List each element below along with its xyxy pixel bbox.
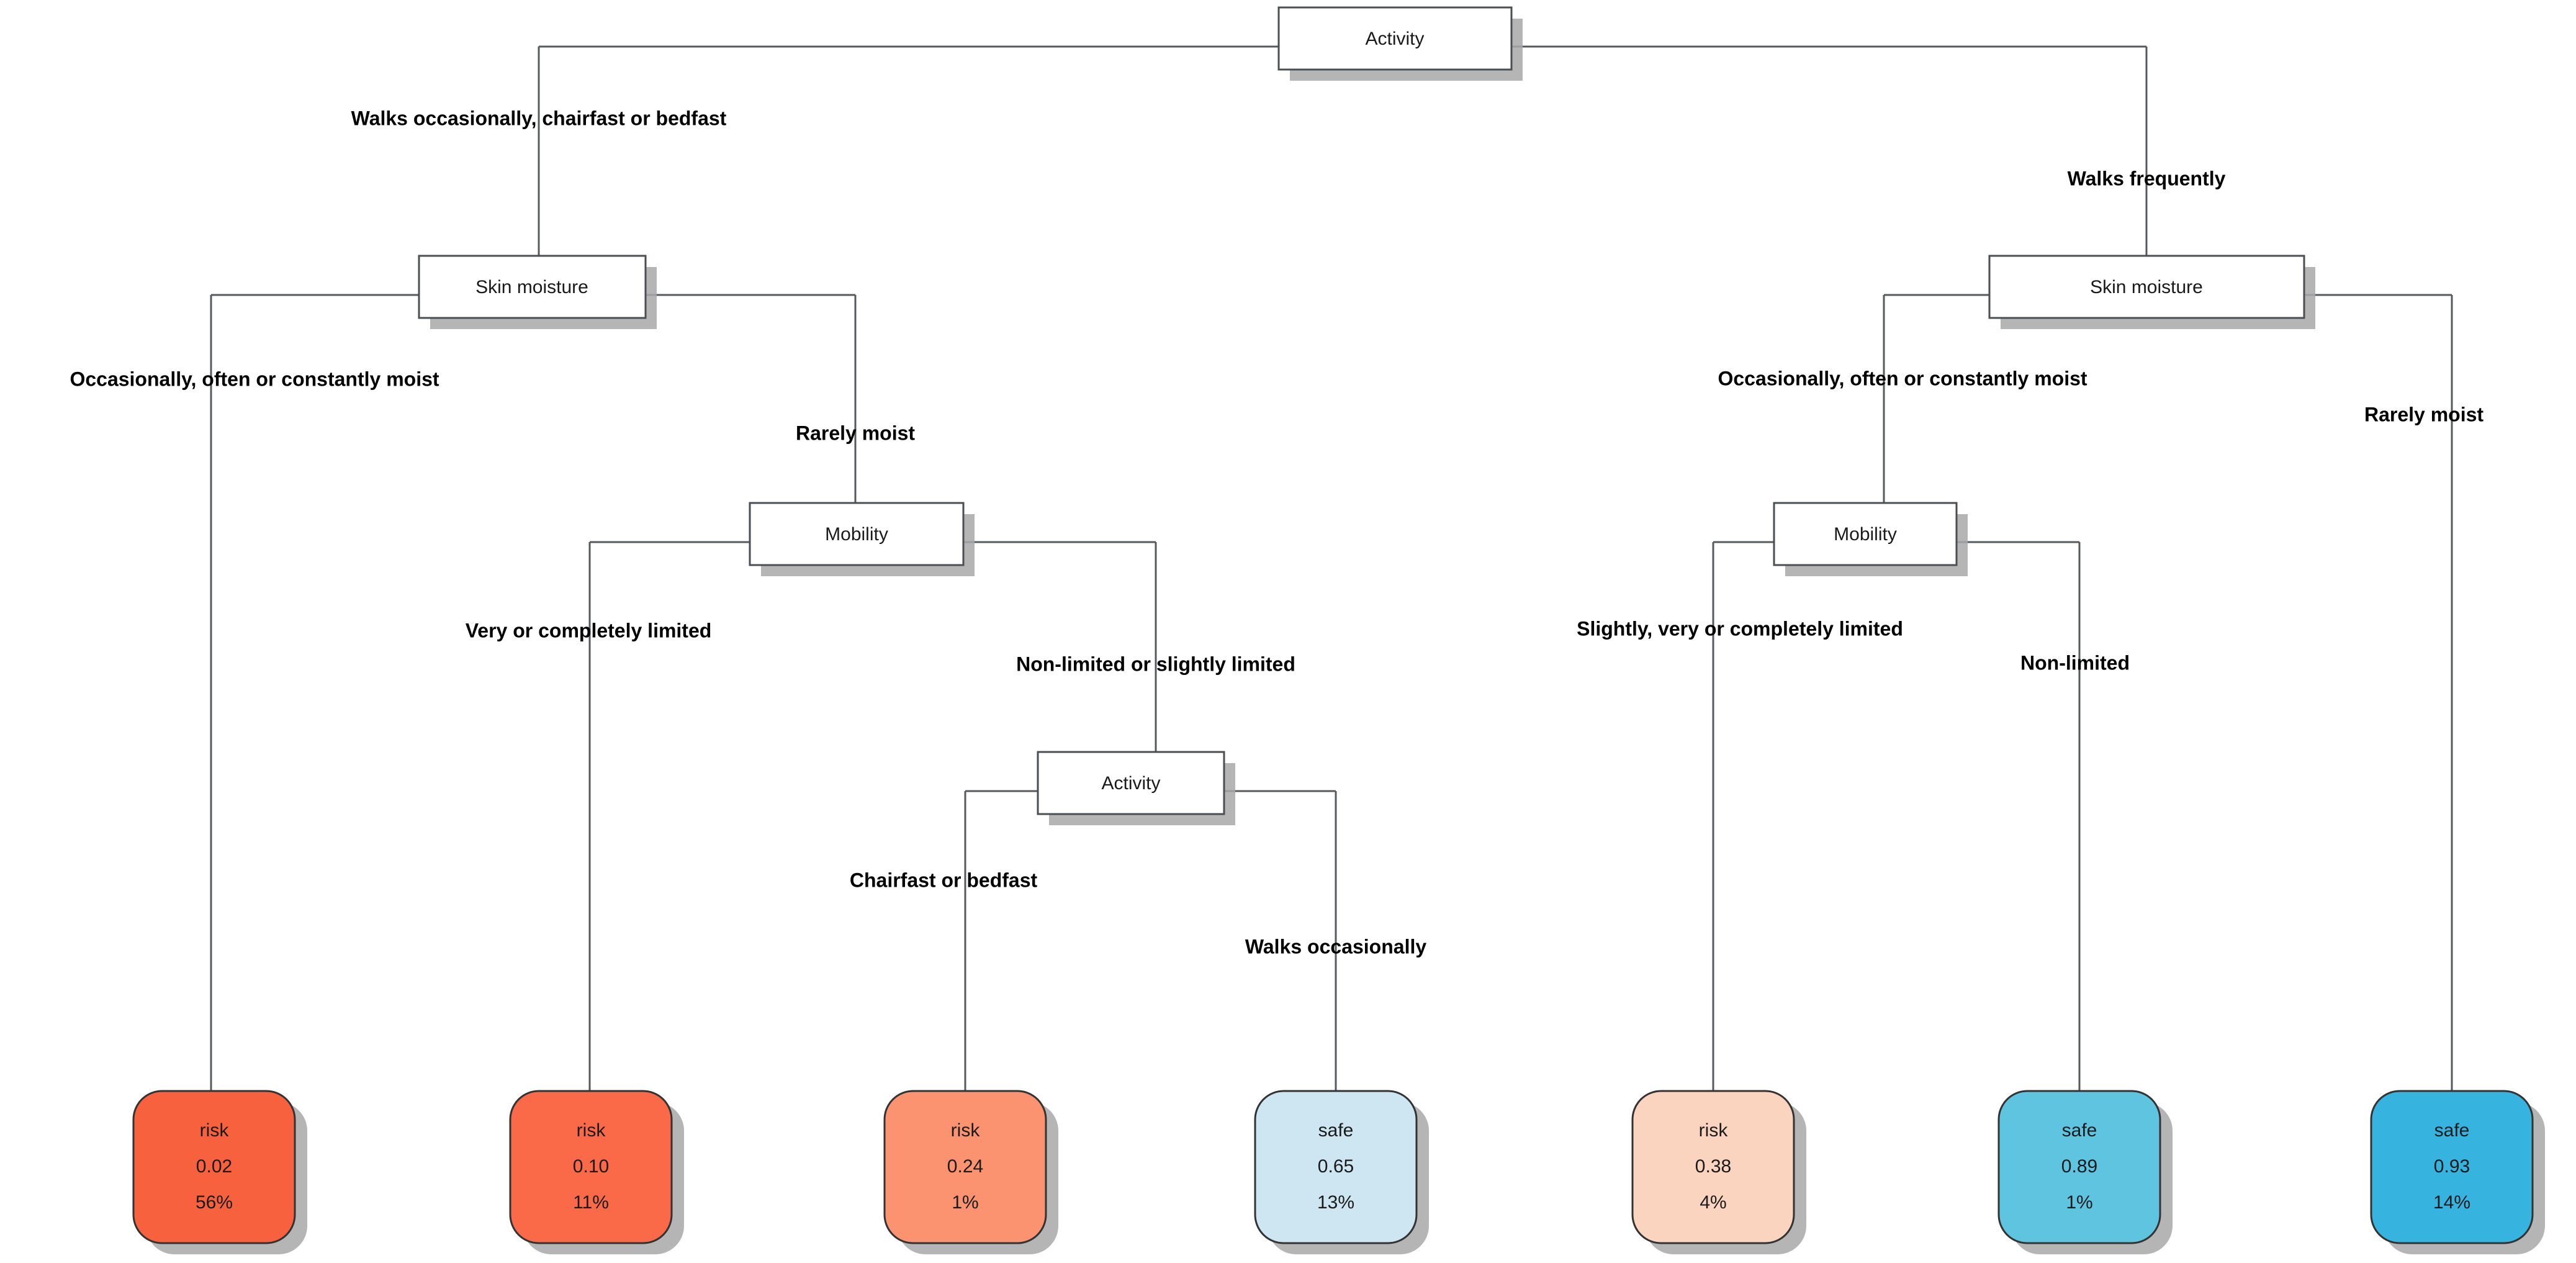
leaf-percent: 11% <box>573 1192 609 1213</box>
edge-label-walks-occasionally: Walks occasionally <box>1245 935 1426 957</box>
leaf-percent: 4% <box>1700 1192 1726 1213</box>
edge-label-rarely-moist-right: Rarely moist <box>2364 403 2484 425</box>
edge-label-occasionally-often-constantly-moist-right: Occasionally, often or constantly moist <box>1718 367 2087 389</box>
leaf-class: safe <box>1318 1120 1354 1141</box>
leaf-node-1[interactable]: risk 0.02 56% <box>132 1090 307 1254</box>
edge-label-walks-frequently: Walks frequently <box>2068 167 2226 189</box>
node-box <box>1277 6 1513 71</box>
leaf-class: risk <box>200 1120 230 1141</box>
leaf-value: 0.38 <box>1695 1156 1731 1177</box>
leaf-node-7[interactable]: safe 0.93 14% <box>2370 1090 2545 1254</box>
leaf-class: risk <box>1699 1120 1729 1141</box>
internal-node-skin-moisture-right[interactable]: Skin moisture <box>1988 255 2315 329</box>
leaf-value: 0.02 <box>196 1156 232 1177</box>
leaf-class: safe <box>2062 1120 2097 1141</box>
leaf-percent: 1% <box>2066 1192 2092 1213</box>
node-label: Skin moisture <box>2090 277 2203 297</box>
edge-label-occasionally-often-constantly-moist-left: Occasionally, often or constantly moist <box>70 368 439 390</box>
leaf-node-4[interactable]: safe 0.65 13% <box>1254 1090 1429 1254</box>
edge-label-very-or-completely-limited: Very or completely limited <box>466 619 712 641</box>
edge-labels: Walks occasionally, chairfast or bedfast… <box>70 107 2484 957</box>
edge-label-rarely-moist-left: Rarely moist <box>796 422 915 444</box>
leaf-box <box>1997 1090 2161 1244</box>
node-label: Activity <box>1365 29 1424 49</box>
leaf-percent: 1% <box>952 1192 978 1213</box>
leaf-node-6[interactable]: safe 0.89 1% <box>1997 1090 2173 1254</box>
node-box <box>418 255 647 319</box>
leaf-percent: 56% <box>196 1192 233 1213</box>
leaf-value: 0.89 <box>2061 1156 2097 1177</box>
leaf-percent: 13% <box>1317 1192 1354 1213</box>
leaf-box <box>509 1090 673 1244</box>
node-label: Mobility <box>1834 524 1897 545</box>
node-box <box>1988 255 2305 319</box>
leaf-class: risk <box>577 1120 606 1141</box>
internal-node-activity-second[interactable]: Activity <box>1037 751 1235 825</box>
edge-label-walks-occasionally-chairfast-or-bedfast: Walks occasionally, chairfast or bedfast <box>351 107 727 129</box>
leaf-value: 0.24 <box>947 1156 983 1177</box>
leaf-box <box>2370 1090 2534 1244</box>
edge-label-slightly-very-or-completely-limited: Slightly, very or completely limited <box>1577 617 1903 640</box>
internal-node-skin-moisture-left[interactable]: Skin moisture <box>418 255 657 329</box>
node-label: Skin moisture <box>475 277 588 297</box>
leaf-value: 0.65 <box>1318 1156 1354 1177</box>
edge-label-non-limited-or-slightly-limited: Non-limited or slightly limited <box>1016 653 1295 675</box>
leaf-value: 0.10 <box>573 1156 609 1177</box>
leaf-node-5[interactable]: risk 0.38 4% <box>1631 1090 1806 1254</box>
leaf-box <box>132 1090 296 1244</box>
node-box <box>1037 751 1225 815</box>
leaf-class: risk <box>951 1120 981 1141</box>
node-label: Mobility <box>825 524 888 545</box>
internal-node-activity-root[interactable]: Activity <box>1277 6 1523 81</box>
edge-label-non-limited: Non-limited <box>2020 651 2130 674</box>
node-box <box>749 502 965 566</box>
edge-label-chairfast-or-bedfast: Chairfast or bedfast <box>850 869 1038 891</box>
leaf-box <box>1254 1090 1418 1244</box>
internal-node-mobility-right[interactable]: Mobility <box>1773 502 1968 576</box>
internal-node-mobility-left[interactable]: Mobility <box>749 502 975 576</box>
leaf-node-3[interactable]: risk 0.24 1% <box>883 1090 1058 1254</box>
leaf-value: 0.93 <box>2434 1156 2470 1177</box>
node-box <box>1773 502 1958 566</box>
leaf-percent: 14% <box>2433 1192 2470 1213</box>
leaf-node-2[interactable]: risk 0.10 11% <box>509 1090 684 1254</box>
leaf-box <box>1631 1090 1795 1244</box>
leaf-class: safe <box>2434 1120 2470 1141</box>
node-label: Activity <box>1101 773 1160 794</box>
leaf-box <box>883 1090 1047 1244</box>
